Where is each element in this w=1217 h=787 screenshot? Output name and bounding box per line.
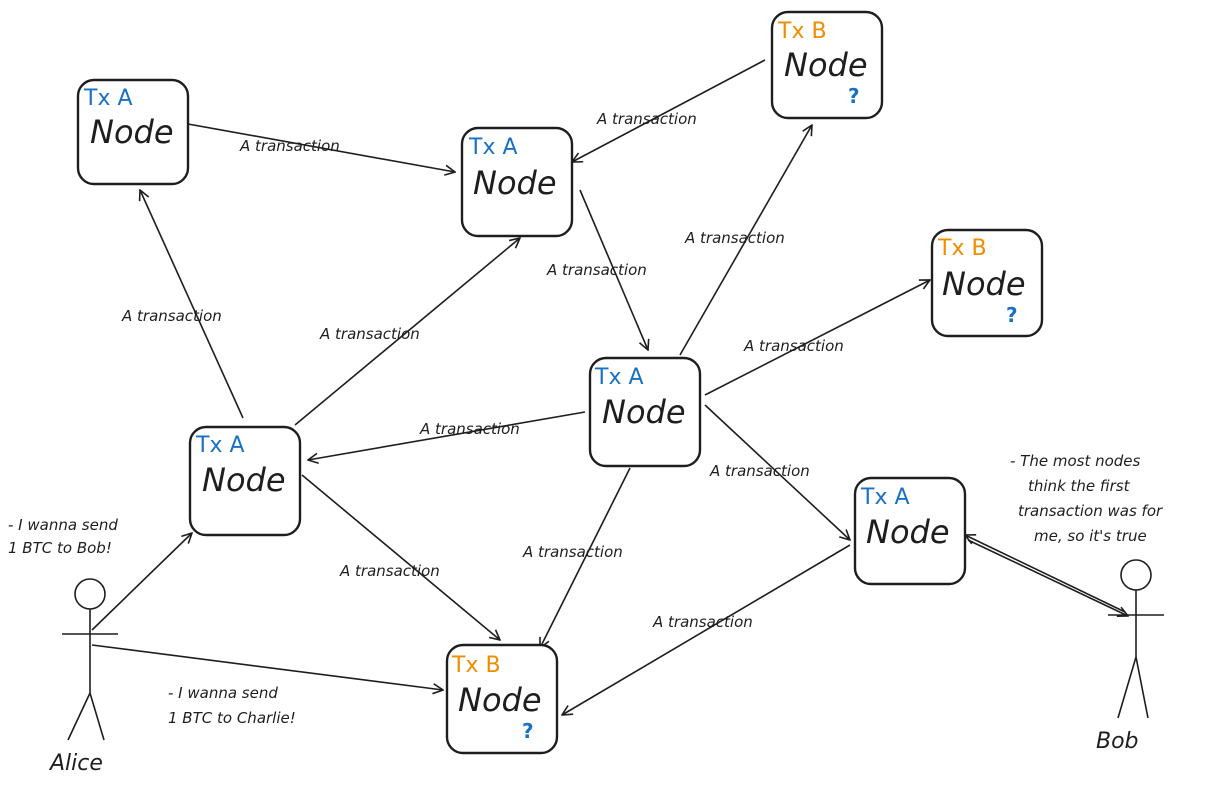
person-bob: Bob	[1096, 559, 1164, 754]
tx-tag: Tx A	[860, 485, 910, 510]
node-title: Node	[202, 461, 286, 499]
note-line: 1 BTC to Charlie!	[168, 709, 296, 727]
stick-figure-icon	[62, 578, 118, 741]
edge-n7-bob	[967, 539, 1128, 616]
note-line: - I wanna send	[8, 516, 118, 534]
note-alice-to-charlie: - I wanna send 1 BTC to Charlie!	[168, 684, 296, 727]
edge-n6-n4	[704, 280, 930, 396]
edge-n6-n8	[540, 467, 631, 648]
node-title: Node	[473, 164, 557, 202]
node-n5: Tx A Node	[188, 425, 302, 537]
edge-label: A transaction	[319, 325, 420, 343]
edges	[91, 59, 1128, 715]
tx-tag: Tx B	[937, 236, 987, 261]
edge-n1-n2	[187, 123, 455, 172]
node-title: Node	[458, 681, 542, 719]
edge-labels: A transaction A transaction A transactio…	[121, 110, 844, 631]
edge-label: A transaction	[522, 543, 623, 561]
edge-label: A transaction	[684, 229, 785, 247]
edge-label: A transaction	[121, 307, 222, 325]
edge-n5-n1	[140, 190, 244, 419]
edge-n2-n6	[579, 189, 648, 350]
edge-bob-n7	[965, 535, 1126, 613]
note-line: - The most nodes	[1010, 452, 1141, 470]
person-name: Alice	[48, 751, 103, 776]
node-n7: Tx A Node	[853, 476, 967, 586]
edge-label: A transaction	[709, 462, 810, 480]
note-line: think the first	[1028, 477, 1131, 495]
node-title: Node	[602, 393, 686, 431]
edge-alice-n5	[91, 533, 192, 631]
note-alice-to-bob: - I wanna send 1 BTC to Bob!	[8, 516, 118, 557]
tx-tag: Tx A	[594, 365, 644, 390]
edge-n6-n5	[308, 411, 586, 460]
edge-n6-n7	[704, 404, 850, 540]
question-mark: ?	[848, 84, 860, 108]
tx-tag: Tx A	[83, 86, 133, 111]
person-name: Bob	[1096, 729, 1139, 754]
note-bob-claim: - The most nodes think the first transac…	[1010, 452, 1163, 545]
edge-alice-n8	[91, 644, 443, 690]
node-n1: Tx A Node	[76, 78, 190, 186]
edge-label: A transaction	[419, 420, 520, 438]
node-n6: Tx A Node	[588, 356, 702, 468]
edge-label: A transaction	[596, 110, 697, 128]
question-mark: ?	[1006, 303, 1018, 327]
tx-tag: Tx B	[451, 653, 501, 678]
question-mark: ?	[522, 719, 534, 743]
edge-label: A transaction	[652, 613, 753, 631]
node-title: Node	[942, 265, 1026, 303]
edge-label: A transaction	[239, 137, 340, 155]
node-n3: Tx B Node ?	[770, 10, 884, 120]
note-line: 1 BTC to Bob!	[8, 539, 112, 557]
edge-n6-n3	[679, 125, 812, 356]
edge-n3-n2	[572, 59, 766, 162]
note-line: transaction was for	[1018, 502, 1163, 520]
stick-figure-icon	[1108, 559, 1164, 719]
edge-label: A transaction	[743, 337, 844, 355]
node-n2: Tx A Node	[460, 126, 574, 238]
edge-label: A transaction	[546, 261, 647, 279]
node-title: Node	[866, 513, 950, 551]
node-title: Node	[784, 46, 868, 84]
tx-tag: Tx B	[777, 19, 827, 44]
edge-n5-n8	[301, 474, 500, 640]
edge-n5-n2	[294, 238, 520, 426]
note-line: me, so it's true	[1034, 527, 1147, 545]
note-line: - I wanna send	[168, 684, 278, 702]
tx-tag: Tx A	[195, 433, 245, 458]
person-alice: Alice	[48, 578, 118, 776]
tx-tag: Tx A	[468, 135, 518, 160]
edge-n7-n8	[562, 544, 851, 715]
node-n4: Tx B Node ?	[930, 228, 1044, 338]
node-title: Node	[90, 113, 174, 151]
edge-label: A transaction	[339, 562, 440, 580]
node-n8: Tx B Node ?	[445, 643, 559, 755]
